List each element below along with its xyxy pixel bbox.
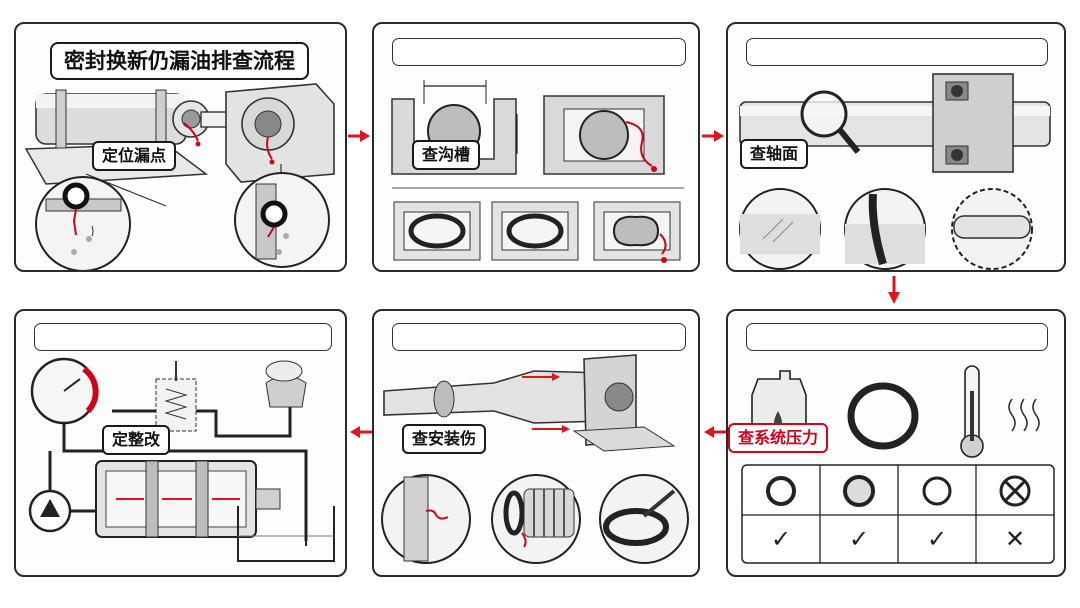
flow-arrow-left-2 [350, 426, 372, 438]
check-result-mark: ✓ [770, 525, 792, 553]
leak-location-illustration [24, 83, 335, 270]
step-label-check-groove: 查沟槽 [412, 140, 481, 170]
flow-arrow-right-2 [702, 130, 724, 142]
step-label-check-install-damage: 查安装伤 [402, 424, 487, 454]
check-result-mark: ✕ [1004, 525, 1026, 553]
step-label-define-fix: 定整改 [102, 425, 171, 455]
panel-header-bar [392, 38, 686, 66]
flow-title: 密封换新仍漏油排查流程 [50, 42, 309, 80]
step-panel-check-shaft: 查轴面 [726, 22, 1066, 272]
flow-arrow-down [888, 276, 900, 304]
check-result-mark: ✓ [848, 525, 870, 553]
step-label-check-pressure: 查系统压力 [728, 423, 829, 453]
panel-header-bar [746, 38, 1048, 66]
install-damage-illustration [381, 354, 689, 564]
step-panel-check-install-damage: 查安装伤 [372, 309, 700, 577]
check-result-mark: ✓ [926, 525, 948, 553]
panel-header-bar [392, 323, 686, 351]
panel-header-bar [34, 323, 332, 351]
flow-arrow-right-1 [348, 130, 370, 142]
hydraulic-circuit-illustration [28, 357, 335, 562]
step-panel-locate-leak: 密封换新仍漏油排查流程 定位漏点 [14, 22, 347, 272]
step-label-check-shaft: 查轴面 [740, 139, 809, 169]
panel-header-bar [746, 323, 1048, 351]
step-label-locate-leak: 定位漏点 [92, 141, 177, 171]
flow-arrow-left-1 [704, 426, 726, 438]
shaft-check-illustration [739, 73, 1051, 270]
step-panel-check-groove: 查沟槽 [372, 22, 700, 272]
step-panel-define-fix: 定整改 [14, 309, 347, 577]
groove-check-illustration [391, 80, 684, 263]
pressure-check-illustration [741, 365, 1055, 564]
